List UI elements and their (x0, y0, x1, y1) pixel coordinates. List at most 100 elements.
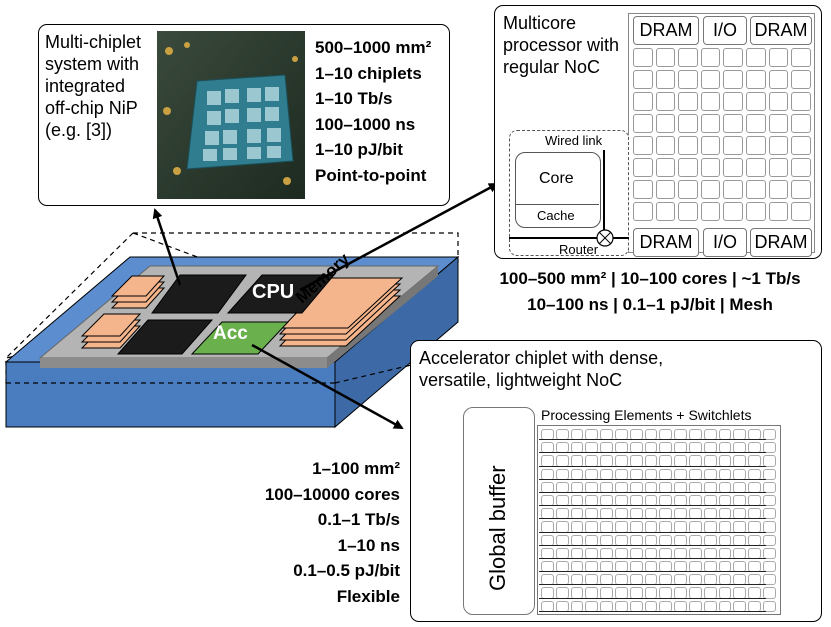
mesh-core-cell (633, 202, 653, 221)
mesh-core-cell (768, 48, 789, 67)
mesh-core-cell (700, 202, 721, 221)
processing-element (763, 481, 776, 493)
cache-label: Cache (537, 208, 575, 223)
arrow-to-accelerator (251, 343, 404, 430)
switchlet-row-line (539, 518, 766, 520)
mesh-core-cell (723, 114, 743, 133)
arrow-to-offchip (152, 208, 182, 286)
mesh-core-cell (723, 136, 743, 155)
interposer-front (40, 358, 327, 368)
mesh-core-cell (655, 70, 676, 89)
switchlet-row-line (539, 478, 766, 480)
memory-stack-left-bottom (80, 313, 142, 349)
router-label: Router (559, 242, 599, 257)
mesh-core-cell (746, 48, 766, 67)
mesh-core-cell (678, 180, 698, 199)
chiplet-bottom-left (116, 319, 214, 355)
offchip-stats: 500–1000 mm² 1–10 chiplets 1–10 Tb/s 100… (315, 38, 432, 185)
processing-element (763, 468, 776, 480)
mesh-core-cell (768, 180, 789, 199)
pcb-photo (157, 31, 305, 199)
mesh-core-cell (746, 158, 766, 177)
offchip-box: Multi-chiplet system with integrated off… (38, 24, 450, 206)
mesh-core-cell (633, 114, 653, 133)
mesh-core-cell (633, 70, 653, 89)
switchlet-row-line (539, 492, 766, 493)
switchlet-row-line (539, 610, 766, 612)
mesh-core-cell (700, 92, 721, 111)
substrate-front (5, 361, 336, 428)
mesh-core-cell (768, 114, 789, 133)
mesh-core-cell (746, 70, 766, 89)
mesh-core-cell (700, 70, 721, 89)
mesh-core-cell (791, 114, 811, 133)
mesh-core-cell (655, 202, 676, 221)
offchip-title: Multi-chiplet system with integrated off… (45, 32, 142, 140)
mesh-core-cell (633, 48, 653, 67)
package-outline-front (6, 353, 459, 384)
mesh-core-cell (746, 92, 766, 111)
mesh-core-cell (746, 114, 766, 133)
arrow-to-multicore (299, 182, 499, 292)
multicore-title: Multicore processor with regular NoC (503, 13, 620, 77)
processing-element (763, 534, 776, 546)
switchlet-row-line (539, 465, 766, 467)
mesh-core-cell (633, 180, 653, 199)
dram-bottom-left: DRAM (633, 228, 699, 257)
chiplet-cpu (226, 274, 336, 314)
memory-stack-left-top (110, 275, 166, 309)
switchlet-row-line (539, 584, 766, 586)
processing-element (763, 455, 776, 467)
router-wiring (509, 150, 629, 247)
mesh-core-cell (768, 202, 789, 221)
mesh-core-cell (723, 202, 743, 221)
pe-label: Processing Elements + Switchlets (541, 407, 752, 423)
mesh-core-cell (768, 158, 789, 177)
pe-grid (537, 425, 781, 615)
cpu-label: CPU (252, 281, 295, 303)
accelerator-stats: 1–100 mm² 100–10000 cores 0.1–1 Tb/s 1–1… (264, 459, 400, 606)
io-bottom: I/O (703, 228, 747, 257)
mesh-core-cell (678, 114, 698, 133)
io-top: I/O (703, 16, 747, 45)
processing-element (763, 495, 776, 507)
global-buffer (463, 407, 535, 615)
mesh-core-cell (791, 158, 811, 177)
switchlet-row-line (539, 531, 766, 533)
mesh-core-cell (768, 92, 789, 111)
chiplet-acc (190, 321, 290, 355)
mesh-core-cell (700, 136, 721, 155)
chiplet-top-left (151, 274, 247, 314)
mesh-core-cell (655, 114, 676, 133)
core-label: Core (539, 170, 574, 187)
mesh-core-cell (791, 48, 811, 67)
mesh-core-cell (633, 136, 653, 155)
processing-element (763, 429, 776, 441)
mesh-core-cell (678, 70, 698, 89)
switchlet-row-line (539, 452, 766, 454)
processing-element (763, 508, 776, 520)
processing-element (763, 442, 776, 454)
mesh-core-cell (768, 70, 789, 89)
cache-divider (515, 204, 599, 205)
core-block (515, 152, 601, 228)
dram-bottom-right: DRAM (750, 228, 812, 257)
mesh-core-cell (723, 158, 743, 177)
mesh-core-cell (746, 180, 766, 199)
mesh-core-cell (791, 180, 811, 199)
mesh-core-cell (791, 136, 811, 155)
mesh-core-cell (723, 180, 743, 199)
mesh-core-cell (723, 92, 743, 111)
mesh-core-cell (655, 48, 676, 67)
multicore-stats: 100–500 mm² | 10–100 cores | ~1 Tb/s 10–… (499, 269, 801, 314)
switchlet-row-line (539, 558, 766, 559)
acc-label: Acc (213, 323, 248, 344)
mesh-core-cell (700, 158, 721, 177)
mesh-core-cell (655, 136, 676, 155)
mesh-core-cell (723, 48, 743, 67)
processing-element (763, 521, 776, 533)
mesh-core-cell (723, 70, 743, 89)
mesh-core-cell (700, 48, 721, 67)
processing-element (763, 600, 776, 612)
